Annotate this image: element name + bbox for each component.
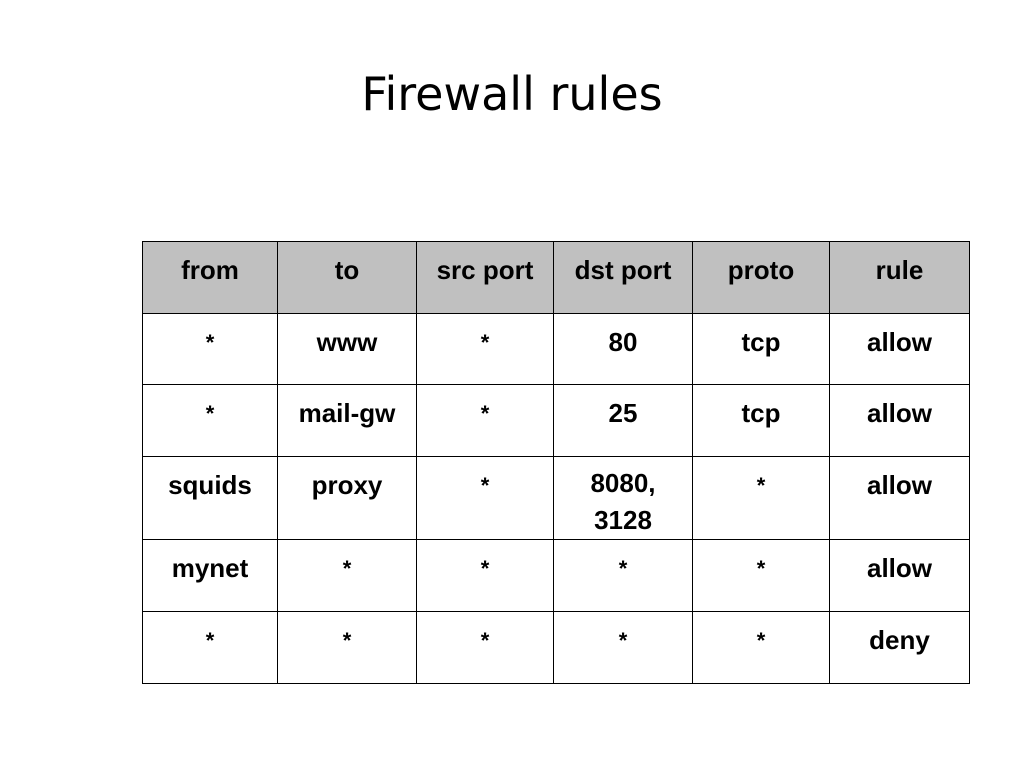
table-header-row: from to src port dst port proto rule xyxy=(142,241,970,314)
cell-rule: allow xyxy=(829,313,970,385)
column-header-src-port: src port xyxy=(416,241,554,314)
cell-src-port: * xyxy=(416,313,554,385)
cell-dst-port: * xyxy=(553,611,693,684)
cell-from: * xyxy=(142,313,278,385)
cell-dst-port: 25 xyxy=(553,384,693,457)
column-header-from: from xyxy=(142,241,278,314)
cell-src-port: * xyxy=(416,539,554,612)
cell-proto: tcp xyxy=(692,313,830,385)
cell-to: * xyxy=(277,539,417,612)
cell-src-port: * xyxy=(416,611,554,684)
column-header-to: to xyxy=(277,241,417,314)
cell-rule: allow xyxy=(829,456,970,540)
cell-dst-port: * xyxy=(553,539,693,612)
cell-to: www xyxy=(277,313,417,385)
cell-dst-port-text: 8080, 3128 xyxy=(590,468,656,535)
cell-src-port: * xyxy=(416,384,554,457)
cell-rule: deny xyxy=(829,611,970,684)
cell-proto: * xyxy=(692,611,830,684)
cell-dst-port: 80 xyxy=(553,313,693,385)
cell-from: squids xyxy=(142,456,278,540)
cell-from: * xyxy=(142,611,278,684)
table-row: squids proxy * 8080, 3128 * allow xyxy=(142,456,970,540)
firewall-rules-table: from to src port dst port proto rule * w… xyxy=(142,241,970,684)
column-header-proto: proto xyxy=(692,241,830,314)
cell-proto: * xyxy=(692,456,830,540)
cell-to: proxy xyxy=(277,456,417,540)
cell-src-port: * xyxy=(416,456,554,540)
cell-to: mail-gw xyxy=(277,384,417,457)
table-row: mynet * * * * allow xyxy=(142,539,970,612)
cell-dst-port: 8080, 3128 xyxy=(553,456,693,540)
cell-rule: allow xyxy=(829,539,970,612)
table-row: * * * * * deny xyxy=(142,611,970,684)
column-header-dst-port: dst port xyxy=(553,241,693,314)
cell-from: mynet xyxy=(142,539,278,612)
cell-from: * xyxy=(142,384,278,457)
cell-to: * xyxy=(277,611,417,684)
table-row: * www * 80 tcp allow xyxy=(142,313,970,385)
cell-proto: * xyxy=(692,539,830,612)
column-header-rule: rule xyxy=(829,241,970,314)
cell-rule: allow xyxy=(829,384,970,457)
slide-title: Firewall rules xyxy=(361,67,663,121)
table-row: * mail-gw * 25 tcp allow xyxy=(142,384,970,457)
cell-proto: tcp xyxy=(692,384,830,457)
